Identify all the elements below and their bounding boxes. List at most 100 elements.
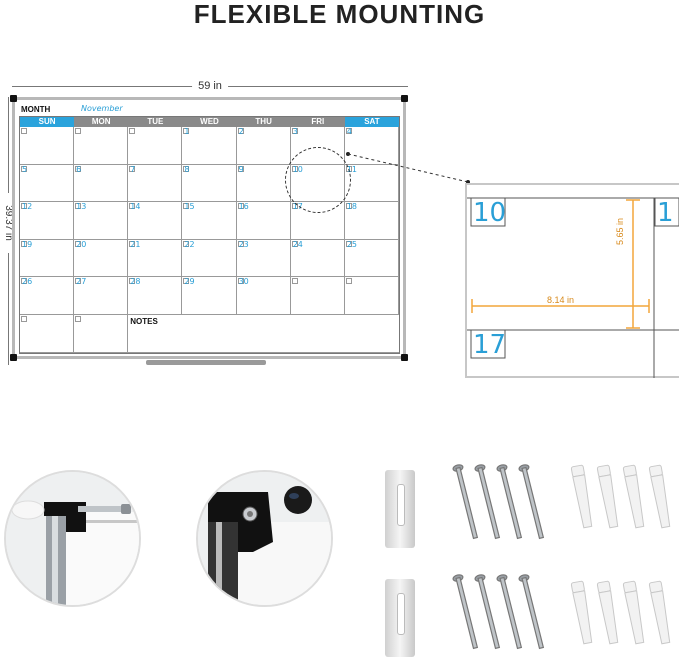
cell-corner-box xyxy=(75,278,82,284)
cell-corner-box xyxy=(345,240,352,247)
day-number: 12 xyxy=(22,202,33,211)
day-number: 24 xyxy=(292,239,303,249)
day-number: 8 xyxy=(184,164,190,174)
day-number: 20 xyxy=(76,239,87,249)
month-row: MONTH November xyxy=(19,104,400,116)
calendar-cell: 23 xyxy=(236,239,291,277)
day-number: 27 xyxy=(76,277,87,286)
month-value: November xyxy=(81,104,123,113)
cell-corner-box xyxy=(291,128,298,134)
cell-corner-box xyxy=(75,128,82,134)
calendar-cell: 30 xyxy=(236,277,291,315)
calendar-cell xyxy=(20,314,75,353)
day-number: 18 xyxy=(346,202,358,211)
cell-corner-box xyxy=(75,203,82,209)
day-number: 21 xyxy=(130,239,141,249)
day-number: 25 xyxy=(346,239,358,249)
day-number: 29 xyxy=(184,277,195,286)
mount-clip-photo xyxy=(4,470,141,607)
wall-anchors-top-icon xyxy=(570,464,671,529)
day-header-mon: MON xyxy=(74,117,129,127)
mount-detail-photo xyxy=(196,470,333,607)
calendar-cell: 15 xyxy=(182,202,237,240)
cell-corner-box xyxy=(21,315,27,322)
corner-cap-icon xyxy=(10,95,17,102)
calendar-cell: 29 xyxy=(182,277,237,315)
calendar-cell: 7 xyxy=(128,164,183,202)
cell-corner-box xyxy=(183,128,190,134)
corner-cap-icon xyxy=(401,95,408,102)
calendar-cell: 18 xyxy=(344,202,399,240)
zoom-width-label: 8.14 in xyxy=(547,295,575,305)
cell-corner-box xyxy=(75,165,82,172)
day-number: 28 xyxy=(130,277,141,286)
day-number: 4 xyxy=(346,127,352,136)
day-number: 11 xyxy=(346,164,358,174)
cell-corner-box xyxy=(21,128,27,134)
zoom-day-11: 1 xyxy=(657,198,674,228)
mount-clip-icon xyxy=(6,472,139,605)
calendar-cell: 24 xyxy=(290,239,345,277)
cell-corner-box xyxy=(291,240,298,247)
calendar-cell xyxy=(74,314,129,353)
notes-label: NOTES xyxy=(130,316,158,326)
calendar-cell xyxy=(20,127,75,165)
corner-cap-icon xyxy=(401,354,408,361)
day-number: 7 xyxy=(130,164,136,174)
marker-tray xyxy=(146,360,266,365)
cell-corner-box xyxy=(21,278,27,284)
month-label: MONTH xyxy=(21,105,51,114)
day-number: 26 xyxy=(22,277,33,286)
calendar-cell: 1 xyxy=(182,127,237,165)
calendar-cell xyxy=(74,127,129,165)
zoom-day-17: 17 xyxy=(473,330,507,360)
zoom-connector xyxy=(346,152,470,184)
calendar-cell: 13 xyxy=(74,202,129,240)
metal-bracket-icon xyxy=(385,579,415,657)
cell-corner-box xyxy=(183,240,190,247)
calendar-cell: 5 xyxy=(20,164,75,202)
calendar-cell: 28 xyxy=(128,277,183,315)
day-number: 6 xyxy=(76,164,82,174)
day-number: 14 xyxy=(130,202,141,211)
cell-corner-box xyxy=(75,240,82,247)
day-number: 23 xyxy=(238,239,249,249)
calendar-cell: 16 xyxy=(236,202,291,240)
day-number: 3 xyxy=(292,127,298,136)
day-number: 30 xyxy=(238,277,249,286)
day-number: 1 xyxy=(184,127,190,136)
calendar-cell: 8 xyxy=(182,164,237,202)
calendar-cell: 14 xyxy=(128,202,183,240)
mount-detail-icon xyxy=(198,472,331,605)
day-header-tue: TUE xyxy=(128,117,183,127)
calendar-cell: 25 xyxy=(344,239,399,277)
cell-corner-box xyxy=(345,203,352,209)
width-dimension: 59 in xyxy=(12,80,408,92)
cell-corner-box xyxy=(183,278,190,284)
screws-top-icon xyxy=(452,464,545,540)
calendar-cell: 9 xyxy=(236,164,291,202)
day-number: 15 xyxy=(184,202,195,211)
calendar-cell: 27 xyxy=(74,277,129,315)
day-number: 9 xyxy=(238,164,244,174)
cell-corner-box xyxy=(237,128,244,134)
calendar-cell xyxy=(128,127,183,165)
notes-area: NOTES xyxy=(128,315,399,353)
cell-corner-box xyxy=(237,165,244,172)
calendar-cell: 26 xyxy=(20,277,75,315)
metal-bracket-icon xyxy=(385,470,415,548)
calendar-cell: 20 xyxy=(74,239,129,277)
day-number: 2 xyxy=(238,127,244,136)
cell-corner-box xyxy=(291,278,298,284)
cell-corner-box xyxy=(21,203,27,209)
width-label: 59 in xyxy=(192,80,228,92)
cell-corner-box xyxy=(129,278,136,284)
calendar-cell: 6 xyxy=(74,164,129,202)
day-header-fri: FRI xyxy=(290,117,345,127)
cell-corner-box xyxy=(237,240,244,247)
cell-corner-box xyxy=(129,240,136,247)
cell-corner-box xyxy=(129,165,136,172)
calendar-cell: 21 xyxy=(128,239,183,277)
day-header-sun: SUN xyxy=(20,117,75,127)
